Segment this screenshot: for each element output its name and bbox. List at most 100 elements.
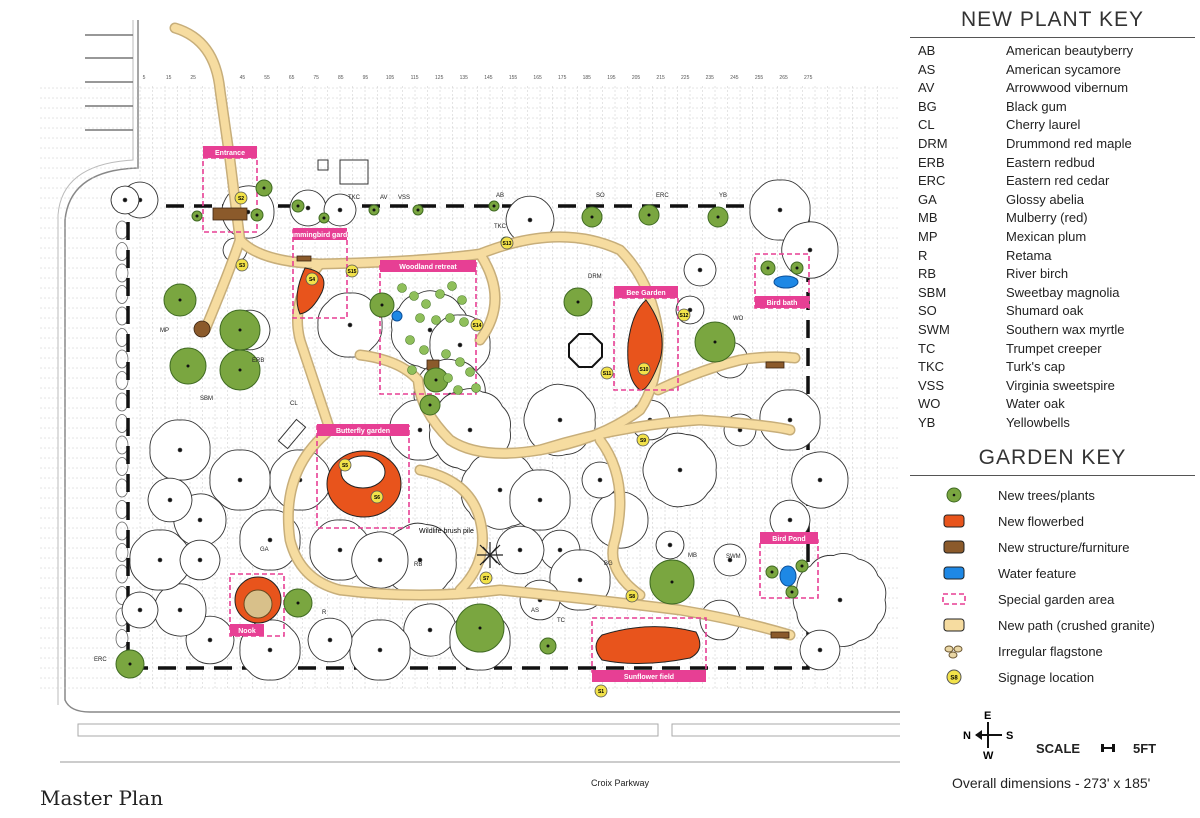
parking-circle [115,629,129,648]
grid-label: 195 [607,75,616,81]
garden-key-symbol [910,537,998,557]
plant-key-code: TC [918,340,936,356]
parking-circle [115,543,129,562]
plant-key-name: Yellowbells [1006,414,1070,430]
plant-key-code: AS [918,61,936,77]
existing-tree-trunk [837,597,843,603]
special-area-label: Sunflower field [624,674,674,681]
tree-icon [946,487,962,503]
east-bench [765,361,785,369]
plant-code-label: AV [380,195,388,201]
compass-arrow-icon [975,722,1002,748]
existing-tree-trunk [417,427,423,433]
new-tree-trunk [238,368,242,372]
existing-tree-trunk [177,607,183,613]
existing-tree-trunk [197,517,203,523]
parking-circle [115,457,129,476]
parking-circle [115,220,129,240]
street-median-right [671,723,900,737]
signage-marker [625,589,639,603]
utility-box [317,159,329,171]
new-plant [407,365,417,375]
plant-code-label: AB [496,193,504,199]
signage-label: S13 [503,241,512,247]
new-plant [435,289,445,299]
plant-key-name: Sweetbay magnolia [1006,284,1120,300]
existing-tree-trunk [557,417,563,423]
plant-key-name: Cherry laurel [1006,117,1081,133]
grid-label: 245 [730,75,739,81]
plant-code-label: WO [733,316,744,322]
new-plant [415,313,425,323]
plant-key-name: Southern wax myrtle [1006,321,1125,337]
plant-code-label: BG [604,561,613,567]
new-tree-trunk [800,564,804,568]
flagstone-icon [944,645,963,659]
scale-bar-icon [1101,744,1115,752]
signage-marker [594,684,608,698]
grid-label: 175 [558,75,567,81]
plant-code-label: ERB [252,358,264,364]
signage-label: S6 [374,495,380,501]
new-trees-plants [115,179,809,679]
new-plant [409,291,419,301]
signage-label: S1 [598,689,604,695]
butterfly-clearing [340,455,386,489]
special-icon [942,593,966,606]
new-plant [397,283,407,293]
new-plant [459,317,469,327]
plant-key-code: SBM [918,284,947,300]
new-tree-trunk [766,266,770,270]
new-plant [465,367,475,377]
garden-key-label: Signage location [998,669,1095,685]
grid-label: 75 [313,75,319,81]
parking-circle [115,435,129,455]
structures [193,207,790,639]
signage-label: S4 [309,277,315,283]
garden-key-row: New trees/plants [910,482,1195,508]
signage-marker [305,272,319,286]
plant-key-name: River birch [1006,266,1069,282]
new-tree-trunk [195,214,199,218]
existing-tree-trunk [697,267,703,273]
scale-value: 5FT [1133,741,1157,756]
new-tree-trunk [795,266,799,270]
existing-tree-trunk [377,557,383,563]
new-tree-trunk [492,204,496,208]
new-tree-trunk [546,644,550,648]
special-area-label: Butterfly garden [336,428,390,435]
signage-marker [600,366,614,380]
parking-circle [115,521,129,541]
signage-marker [636,433,650,447]
existing-tree-trunk [517,547,523,553]
plant-key-code: DRM [918,135,948,151]
new-plant [441,349,451,359]
parking-circle [115,500,129,519]
grid-label: 65 [289,75,295,81]
plant-key-code: MP [918,228,938,244]
new-tree-trunk [790,590,794,594]
plant-code-label: DRM [588,274,602,280]
grid-label: 215 [656,75,665,81]
plant-code-label: MB [688,553,697,559]
mp-seat [193,320,211,338]
signage-key-label: S8 [950,676,958,682]
garden-key-label: New flowerbed [998,513,1084,529]
special-area-outline [754,253,810,309]
grid-label: 95 [363,75,369,81]
plant-key-name: Eastern red cedar [1006,173,1110,189]
garden-key-row: New flowerbed [910,508,1195,534]
parking-circle [115,564,129,584]
signage-label: S12 [680,313,689,319]
water-icon [943,566,965,580]
existing-tree-trunk [237,477,243,483]
existing-tree-trunk [177,447,183,453]
plant-key-name: Glossy abelia [1006,191,1085,207]
garden-key-label: Special garden area [998,591,1115,607]
existing-tree-trunk [577,577,583,583]
